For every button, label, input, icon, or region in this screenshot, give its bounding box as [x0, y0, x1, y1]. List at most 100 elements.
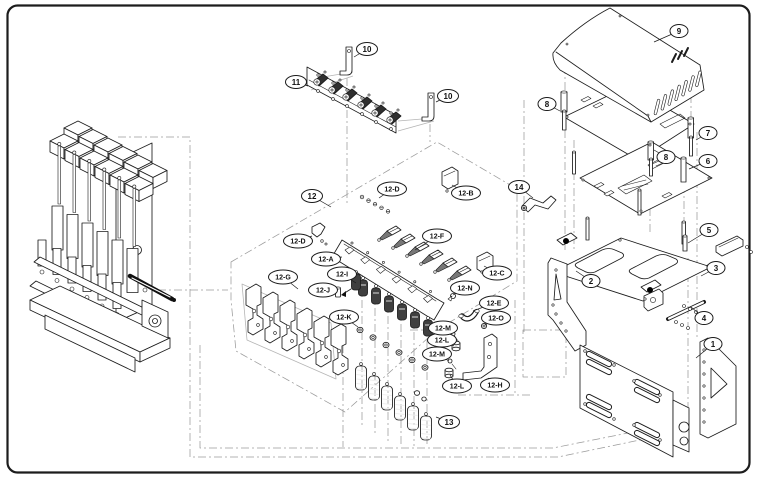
- cap-12L-a-shape: [451, 346, 461, 352]
- callout-13-shape: [438, 415, 460, 429]
- clamp-levers-shape: [313, 78, 321, 86]
- clamp-levers-shape: [386, 116, 394, 124]
- valves-12F-shape: [447, 278, 451, 282]
- callout-label: 12-I: [336, 271, 348, 278]
- small-screws-shape: [658, 393, 662, 397]
- plate-slots-shape: [634, 430, 660, 446]
- base-plates-and-brackets-shape: [628, 254, 679, 280]
- springs-13-shape: [420, 415, 432, 441]
- clamp-levers-shape: [357, 101, 365, 109]
- callout-14: 14: [508, 180, 534, 199]
- callout-5-shape: [699, 223, 719, 237]
- base-plates-and-brackets-shape: [678, 421, 690, 433]
- springs-13-shape: [394, 395, 406, 421]
- small-screws-shape: [658, 438, 662, 442]
- orings-12K-shape: [358, 328, 362, 332]
- callout-12-G-shape: [268, 269, 298, 285]
- assembled-machine-shape: [139, 337, 171, 363]
- springs-13-shape: [356, 383, 366, 385]
- small-screws-shape: [632, 423, 636, 427]
- springs-13-shape: [369, 379, 379, 382]
- callout-11: 11: [285, 75, 309, 89]
- orings-12K-shape: [408, 356, 416, 364]
- part-14-lever: [521, 195, 557, 213]
- hook-plates-12G-shape-shape: [290, 339, 294, 343]
- callout-9: 9: [653, 24, 689, 43]
- pump-rods-shape: [69, 286, 75, 292]
- orings-12K-shape: [423, 366, 427, 369]
- cover-vents-shape: [674, 84, 681, 102]
- standoff-pins-shape: [572, 150, 576, 154]
- part-9-cover-and-boards-shape: [718, 237, 739, 248]
- elbow-12E-shape: [458, 313, 464, 319]
- callout-1-shape: [703, 337, 723, 351]
- pump-rods-shape: [126, 248, 139, 293]
- orings-12K-shape: [382, 341, 390, 349]
- pump-rods-shape: [52, 248, 62, 275]
- callout-8-2: 8: [653, 149, 676, 164]
- callout-8-2-shape: [656, 150, 676, 164]
- valves-12F-shape: [403, 235, 413, 241]
- clamp-levers-shape: [388, 118, 392, 122]
- pump-rods-shape: [67, 256, 77, 284]
- small-screws-shape: [680, 323, 684, 327]
- callout-11-shape: [285, 75, 307, 89]
- part-11-clamp-bar-shape: [308, 79, 397, 128]
- small-screws-shape: [688, 122, 692, 126]
- callout-12-J-shape: [308, 282, 338, 298]
- hook-plates-12G: [245, 283, 349, 376]
- small-screws-shape: [331, 81, 335, 85]
- callout-label: 1: [711, 340, 716, 349]
- callout-12-C-shape: [482, 265, 512, 281]
- callout-12-D-2: 12-D: [283, 233, 313, 249]
- orings-12K-shape: [410, 358, 414, 362]
- springs-13-shape: [421, 437, 431, 440]
- pump-rods-shape: [54, 278, 60, 283]
- springs-13-shape: [408, 427, 418, 430]
- standoff-pins-shape: [585, 216, 590, 220]
- small-screws-shape: [702, 420, 706, 424]
- cover-vents: [653, 70, 702, 116]
- part-12-valve-unit-shape-shape: [366, 251, 370, 255]
- part-9-cover: [552, 7, 705, 123]
- callout-12-I: 12-I: [327, 266, 357, 284]
- plate-slots: [585, 350, 661, 447]
- callout-4: 4: [690, 306, 714, 325]
- pistons-shape: [384, 295, 394, 313]
- cover-vents-shape-shape: [695, 70, 702, 87]
- base-plates-and-brackets-shape: [574, 248, 625, 274]
- callout-10-shape: [356, 42, 378, 56]
- plate-slots-shape: [634, 422, 660, 438]
- part-9-cover-and-boards-shape: [555, 51, 652, 123]
- orings-12K-shape: [384, 343, 388, 347]
- part-12-valve-unit-shape-shape: [376, 266, 386, 274]
- plate-slots-shape: [634, 379, 660, 395]
- small-screws-shape: [632, 379, 636, 383]
- springs-13-shape: [407, 405, 419, 431]
- projection-guides-shape: [241, 283, 337, 380]
- base-plates-and-brackets-shape: [679, 436, 689, 446]
- callout-12-L-2-shape: [442, 378, 472, 394]
- hook-plates-12G-shape-shape: [324, 355, 328, 359]
- pump-rods-shape: [87, 162, 91, 222]
- valves-12F-shape: [459, 267, 469, 273]
- pump-rods: [37, 142, 139, 317]
- part-9-cover-and-boards-shape: [671, 47, 689, 63]
- hook-plates-12G-shape-shape: [336, 348, 342, 354]
- callout-label: 12-M: [429, 351, 445, 358]
- part-9-cover-and-boards-shape: [593, 182, 605, 189]
- pump-rods-shape: [39, 269, 45, 275]
- callout-label: 8: [664, 153, 669, 162]
- pump-rods-shape: [132, 184, 137, 189]
- callout-label: 13: [445, 418, 454, 427]
- part-12-valve-unit-shape-shape: [397, 270, 401, 274]
- small-screws-shape: [682, 304, 686, 308]
- cover-vents-shape-shape: [660, 94, 668, 111]
- small-screws-shape: [702, 396, 706, 400]
- callout-12-K: 12-K: [329, 309, 359, 328]
- orings-12K-shape: [421, 364, 429, 371]
- springs-13-shape: [421, 428, 431, 431]
- springs-13-shape: [411, 402, 415, 406]
- springs-13-shape: [395, 408, 405, 411]
- callout-label: 8: [545, 100, 550, 109]
